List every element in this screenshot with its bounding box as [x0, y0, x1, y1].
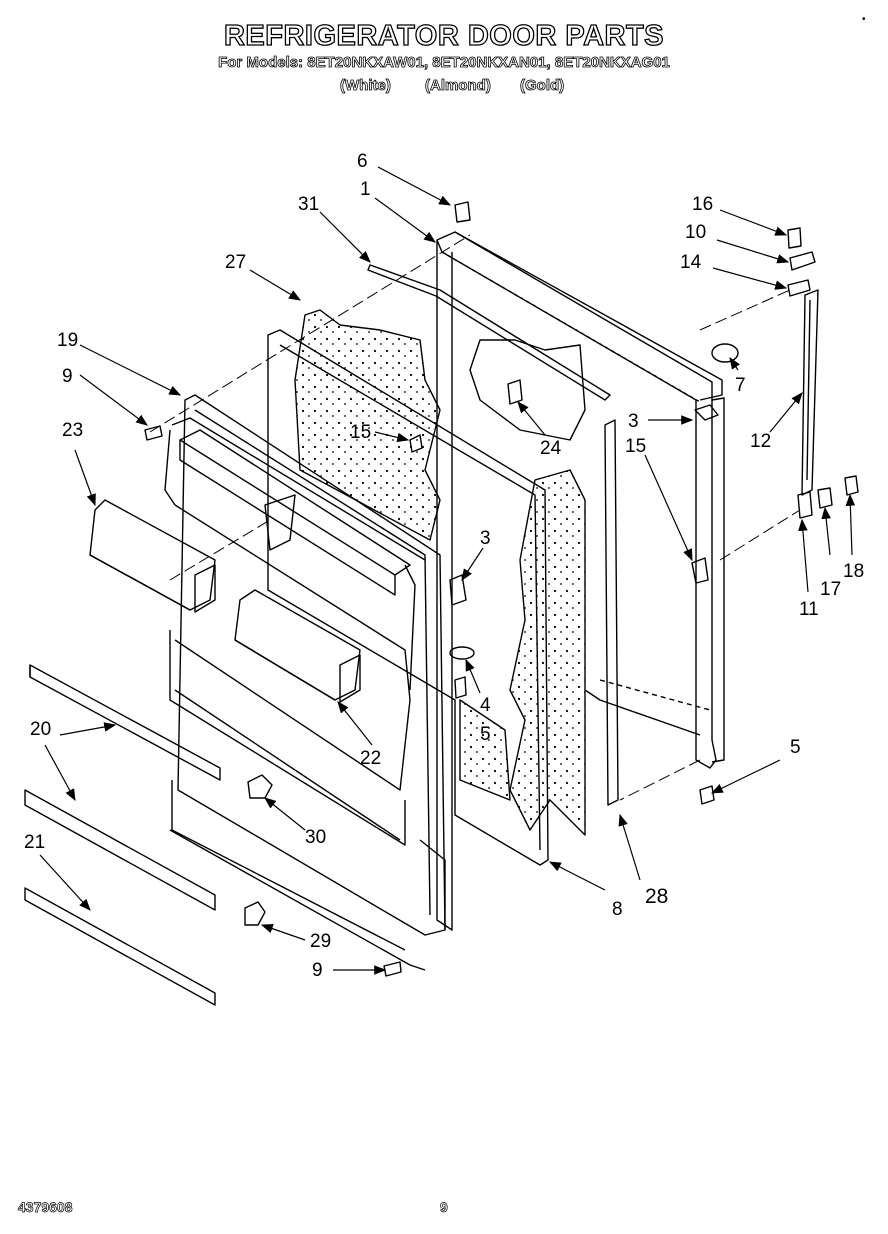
- corner-mark: •: [862, 14, 866, 25]
- callout-31: 31: [298, 194, 319, 215]
- variant-gold: (Gold): [520, 77, 565, 95]
- screw-5-left: [454, 676, 467, 699]
- hinge-pin-10: [789, 251, 816, 271]
- callout-16: 16: [692, 194, 713, 215]
- callout-30: 30: [305, 827, 326, 848]
- lock-11: [797, 491, 813, 519]
- callout-24: 24: [540, 438, 562, 459]
- callout-19: 19: [57, 330, 78, 351]
- callout-4: 4: [480, 695, 491, 716]
- callout-21: 21: [24, 832, 45, 853]
- bracket-15-right: [691, 557, 709, 584]
- callout-14: 14: [680, 252, 702, 273]
- cap-18: [844, 475, 859, 496]
- screw-5-bottom: [699, 785, 715, 805]
- callout-5-right: 5: [790, 737, 801, 758]
- door-stop-7: [711, 343, 739, 363]
- screw-9-top: [144, 425, 163, 441]
- callout-11: 11: [799, 599, 819, 620]
- callout-3-left: 3: [480, 528, 491, 549]
- trim-strip-top: [29, 664, 221, 781]
- screw-6: [454, 201, 471, 223]
- screw-9-bottom: [383, 961, 402, 977]
- trim-strip-bottom: [24, 887, 216, 1006]
- callout-10: 10: [685, 222, 706, 243]
- callout-15-left: 15: [350, 422, 371, 443]
- callout-23: 23: [62, 420, 83, 441]
- insulation-right: [459, 469, 586, 836]
- callout-8: 8: [612, 899, 623, 920]
- washer-4: [449, 646, 475, 660]
- page-title: REFRIGERATOR DOOR PARTS: [223, 19, 665, 52]
- door-bin-23: [89, 499, 216, 613]
- screw-16: [787, 227, 802, 249]
- callout-6: 6: [357, 151, 368, 172]
- callout-28: 28: [645, 885, 668, 908]
- callout-5-left: 5: [480, 724, 491, 745]
- callout-29: 29: [310, 931, 331, 952]
- callout-18: 18: [843, 561, 864, 582]
- hinge-14: [787, 279, 811, 297]
- door-bin-22: [234, 589, 361, 703]
- callout-15-right: 15: [625, 436, 646, 457]
- callout-9-top: 9: [62, 366, 73, 387]
- door-handle: [801, 289, 819, 496]
- callout-20: 20: [30, 719, 51, 740]
- retainer-30: [247, 774, 273, 799]
- insulation-27: [294, 309, 441, 541]
- variant-white: (White): [340, 77, 392, 95]
- cover-24: [507, 379, 523, 405]
- edge-strip-28: [604, 419, 619, 806]
- door-liner: [164, 394, 446, 971]
- callout-9-bottom: 9: [312, 960, 323, 981]
- callout-3-right: 3: [628, 411, 639, 432]
- foam-panel-back: [469, 339, 586, 441]
- retainer-29: [244, 901, 266, 926]
- callout-12: 12: [750, 431, 771, 452]
- trim-strip-mid: [24, 789, 216, 911]
- hinge-bracket-3-top: [694, 404, 719, 421]
- stem-17: [817, 487, 833, 509]
- variant-almond: (Almond): [425, 77, 492, 95]
- page-number: 9: [440, 1199, 448, 1216]
- callout-17: 17: [820, 579, 841, 600]
- strip-31: [367, 264, 611, 401]
- callout-27: 27: [225, 252, 246, 273]
- callout-1: 1: [360, 179, 371, 200]
- document-number: 4379608: [18, 1199, 73, 1216]
- callout-7: 7: [735, 375, 746, 396]
- callout-22: 22: [360, 748, 381, 769]
- bracket-15-left: [409, 434, 423, 453]
- models-line: For Models: 8ET20NKXAW01, 8ET20NKXAN01, …: [218, 54, 671, 72]
- hinge-bracket-3-left: [449, 574, 467, 606]
